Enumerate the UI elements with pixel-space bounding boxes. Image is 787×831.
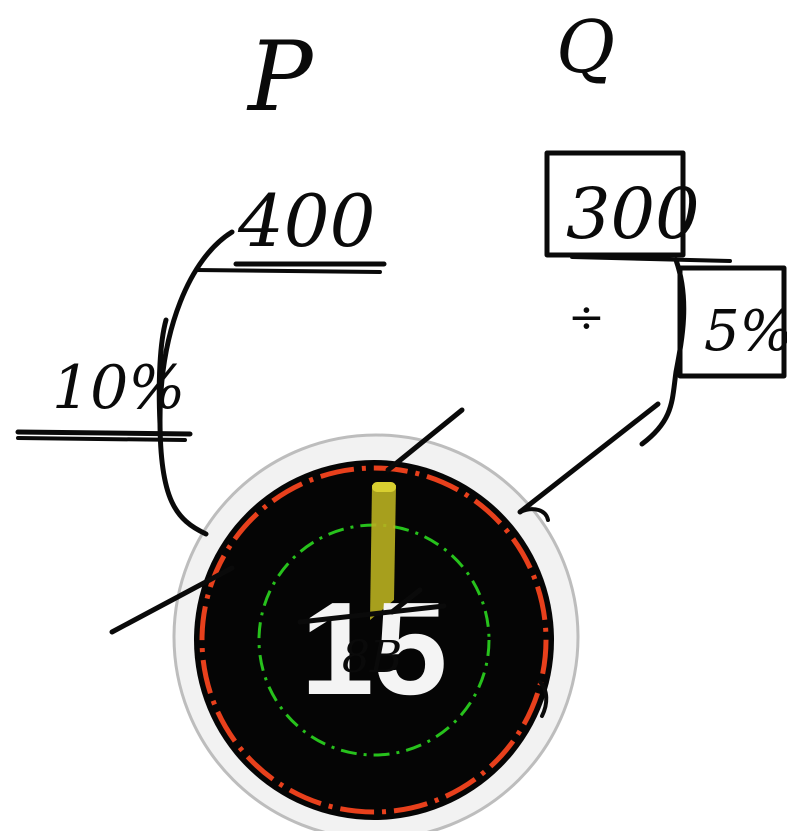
label-q: Q xyxy=(556,5,615,89)
value-q-box xyxy=(544,150,686,258)
percent-p-underline-2 xyxy=(16,436,187,442)
label-p: P xyxy=(246,21,314,133)
left-bracket-tick xyxy=(156,317,169,427)
countdown-timer: 15 8B xyxy=(172,433,580,831)
value-p: 400 xyxy=(237,179,375,263)
percent-q-box xyxy=(677,265,787,379)
right-pointer-hook xyxy=(518,507,550,522)
center-stroke xyxy=(385,407,465,473)
percent-p-underline xyxy=(15,429,193,437)
timer-outer-ring xyxy=(199,465,549,815)
timer-face xyxy=(194,460,554,820)
value-p-underline-2 xyxy=(194,268,382,274)
percent-q: 5% xyxy=(704,299,787,364)
countdown-number: 15 xyxy=(301,575,448,722)
divider-mark: ÷ xyxy=(568,292,605,343)
right-pointer-stroke xyxy=(517,401,661,515)
timer-hand xyxy=(370,485,396,620)
timer-edge-scribble xyxy=(538,680,549,718)
value-q: 300 xyxy=(566,173,700,255)
value-q-underline xyxy=(570,255,732,263)
timer-hand-cap xyxy=(372,482,396,492)
right-bracket-curve xyxy=(639,257,687,447)
timer-slash-stroke xyxy=(389,587,423,615)
timer-strike-line xyxy=(297,603,447,625)
left-pointer-stroke xyxy=(109,565,235,635)
timer-overlay-scribble: 8B xyxy=(342,632,402,683)
